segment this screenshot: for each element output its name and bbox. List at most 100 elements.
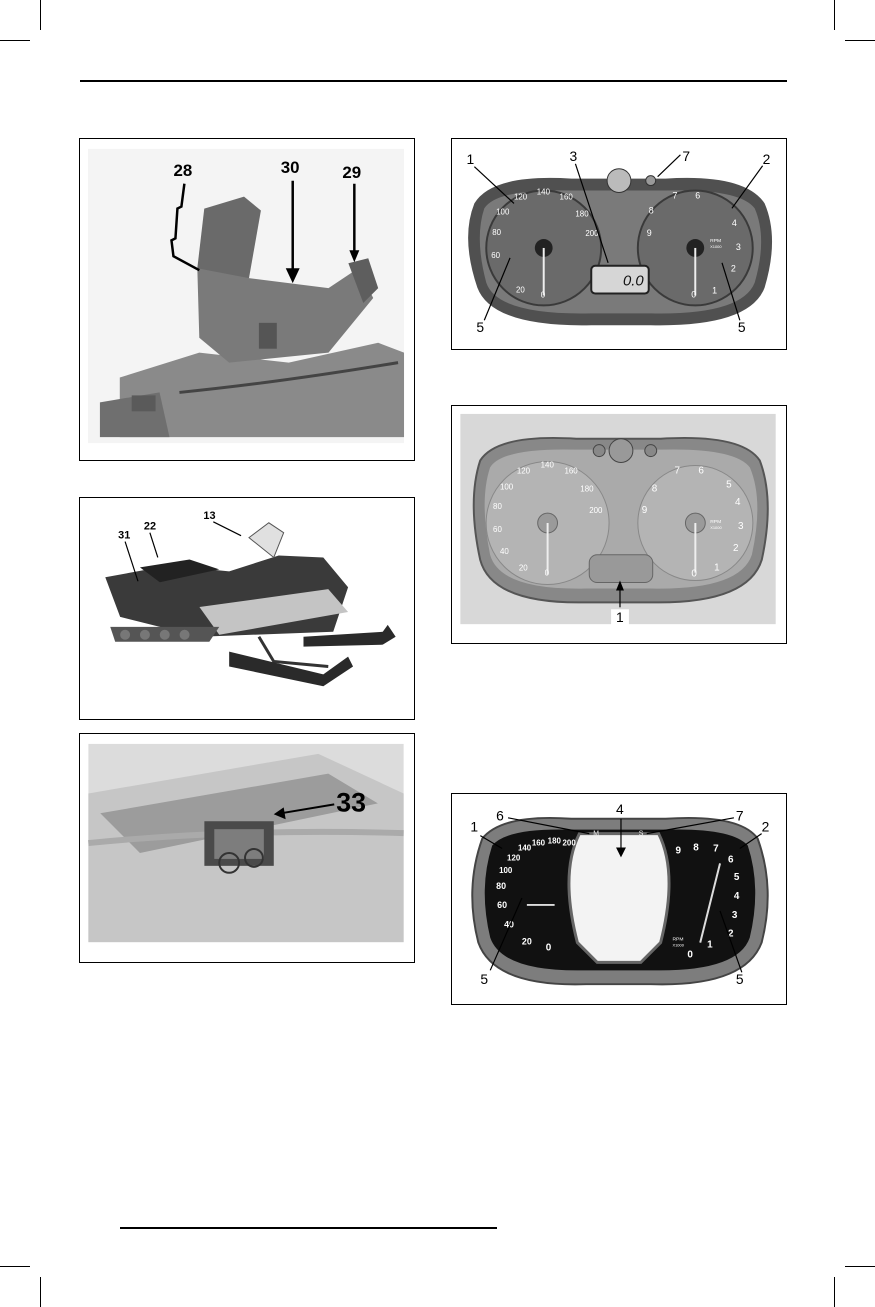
gauge1-speed-tick: 180 <box>575 209 589 218</box>
gauge2-speed-tick: 120 <box>517 466 531 475</box>
gauge2-speed-tick: 60 <box>493 525 502 534</box>
gauge1-callout-5: 5 <box>476 319 484 335</box>
gauge1-rpm-sublabel: X1000 <box>710 244 722 249</box>
gauge3-rpm-tick: 2 <box>728 929 734 940</box>
gauge3-speed-tick: 160 <box>532 839 546 848</box>
gauge1-rpm-tick: 1 <box>712 286 717 296</box>
gauge1-callout-3: 3 <box>569 148 577 164</box>
gauge1-rpm-tick: 6 <box>695 190 700 200</box>
gauge3-rpm-tick: 9 <box>675 845 681 856</box>
gauge1-speed-tick: 120 <box>514 192 528 201</box>
gauge2-callout-1: 1 <box>616 609 624 625</box>
gauge3-rpm-tick: 0 <box>687 949 693 960</box>
gauge1-callout-1: 1 <box>466 151 474 167</box>
gauge1-rpm-tick: 3 <box>736 242 741 252</box>
seat-callout-30: 30 <box>281 158 300 177</box>
gauge3-rpm-sublabel: X1000 <box>672 943 684 948</box>
gauge1-speed-tick: 0 <box>541 290 546 299</box>
gauge-cluster-2-illustration: 20 40 60 80 100 120 140 160 180 200 0 0 … <box>460 413 776 625</box>
gauge3-rpm-tick: 4 <box>734 891 740 902</box>
gauge3-speed-tick: 60 <box>497 900 507 910</box>
figure-gauge-cluster-1: 0.0 20 60 80 100 120 140 160 180 200 0 0… <box>451 138 787 350</box>
gauge2-rpm-tick: 4 <box>735 497 741 508</box>
gauge2-rpm-tick: 1 <box>714 563 720 574</box>
footer-rule <box>120 1227 497 1229</box>
gauge2-speed-tick: 40 <box>500 547 509 556</box>
gauge2-rpm-tick: 6 <box>698 465 704 476</box>
crop-mark-bl-v <box>40 1277 41 1307</box>
gauge3-m-label: M <box>593 831 599 838</box>
crop-mark-tl-v <box>40 0 41 30</box>
gauge1-speed-tick: 200 <box>585 229 599 238</box>
header-rule <box>80 80 787 82</box>
crop-mark-tr-v <box>834 0 835 30</box>
gauge3-speed-tick: 200 <box>563 839 577 848</box>
figure-gauge-cluster-2: 20 40 60 80 100 120 140 160 180 200 0 0 … <box>451 405 787 644</box>
gauge1-rpm-tick: 4 <box>732 218 737 228</box>
seat-illustration: 28 30 29 <box>87 148 405 444</box>
gauge2-rpm-tick: 9 <box>642 505 648 516</box>
gauge3-speed-tick: 0 <box>546 943 552 954</box>
gauge3-speed-tick: 140 <box>518 843 532 852</box>
seat-callout-29: 29 <box>342 163 361 182</box>
gauge1-callout-7: 7 <box>682 148 690 164</box>
gauge2-rpm-tick: 2 <box>733 543 739 554</box>
gauge3-rpm-tick: 7 <box>713 843 719 854</box>
gauge3-callout-6: 6 <box>496 808 504 824</box>
gauge2-speed-tick: 20 <box>519 564 528 573</box>
gauge3-speed-tick: 40 <box>504 920 514 930</box>
gauge-cluster-3-illustration: 0 20 40 60 80 100 120 140 160 180 200 0 … <box>470 801 770 987</box>
snowmobile-callout-22: 22 <box>144 521 156 533</box>
gauge3-callout-4: 4 <box>616 801 624 817</box>
gauge1-speed-tick: 160 <box>560 192 574 201</box>
gauge2-rpm-tick: 0 <box>691 569 697 580</box>
gauge3-speed-tick: 100 <box>499 866 513 875</box>
gauge1-rpm-tick: 7 <box>672 190 677 200</box>
gauge2-rpm-sublabel: X1000 <box>710 525 722 530</box>
gauge1-speed-tick: 100 <box>496 207 510 216</box>
crop-mark-tr-h <box>845 40 875 41</box>
gauge-cluster-1-illustration: 0.0 20 60 80 100 120 140 160 180 200 0 0… <box>466 148 773 335</box>
gauge3-speed-tick: 20 <box>522 937 532 947</box>
gauge2-speed-tick: 0 <box>545 569 550 578</box>
gauge1-rpm-tick: 0 <box>691 289 696 299</box>
snowmobile-callout-31: 31 <box>118 530 130 542</box>
gauge3-s-label: S <box>639 831 644 838</box>
gauge2-speed-tick: 180 <box>580 484 594 493</box>
gauge2-speed-tick: 100 <box>500 482 514 491</box>
crop-mark-tl-h <box>0 40 30 41</box>
gauge1-rpm-tick: 9 <box>647 228 652 238</box>
crop-mark-bl-h <box>0 1266 30 1267</box>
gauge2-rpm-label: RPM <box>710 519 721 525</box>
gauge3-rpm-tick: 1 <box>707 940 713 951</box>
figure-snowmobile: 31 22 13 <box>79 497 415 720</box>
gauge1-speed-tick: 80 <box>492 228 501 237</box>
gauge2-speed-tick: 160 <box>564 466 578 475</box>
gauge1-rpm-tick: 8 <box>649 205 654 215</box>
gauge2-speed-tick: 140 <box>541 460 555 469</box>
hitch-illustration: 33 <box>88 743 404 943</box>
gauge2-rpm-tick: 3 <box>738 521 744 532</box>
figure-gauge-cluster-3: 0 20 40 60 80 100 120 140 160 180 200 0 … <box>451 793 787 1005</box>
gauge2-rpm-tick: 8 <box>652 483 658 494</box>
gauge1-lcd: 0.0 <box>623 274 644 290</box>
figure-hitch: 33 <box>79 733 415 963</box>
gauge1-speed-tick: 140 <box>537 187 551 196</box>
snowmobile-callout-13: 13 <box>203 510 215 522</box>
gauge3-callout-2: 2 <box>762 819 770 835</box>
gauge3-rpm-tick: 5 <box>734 872 740 883</box>
gauge3-rpm-tick: 3 <box>732 910 738 921</box>
gauge1-speed-tick: 60 <box>491 251 500 260</box>
gauge3-rpm-label: RPM <box>672 937 683 943</box>
seat-callout-28: 28 <box>173 161 192 180</box>
hitch-callout-33: 33 <box>336 787 366 817</box>
gauge1-callout-2: 2 <box>763 151 771 167</box>
figure-seat: 28 30 29 <box>79 138 415 461</box>
gauge2-rpm-tick: 5 <box>726 479 732 490</box>
gauge3-callout-5: 5 <box>736 971 744 987</box>
gauge2-speed-tick: 200 <box>589 506 603 515</box>
gauge3-callout-5: 5 <box>480 971 488 987</box>
gauge3-speed-tick: 120 <box>507 853 521 862</box>
crop-mark-br-h <box>845 1266 875 1267</box>
gauge3-callout-7: 7 <box>736 808 744 824</box>
